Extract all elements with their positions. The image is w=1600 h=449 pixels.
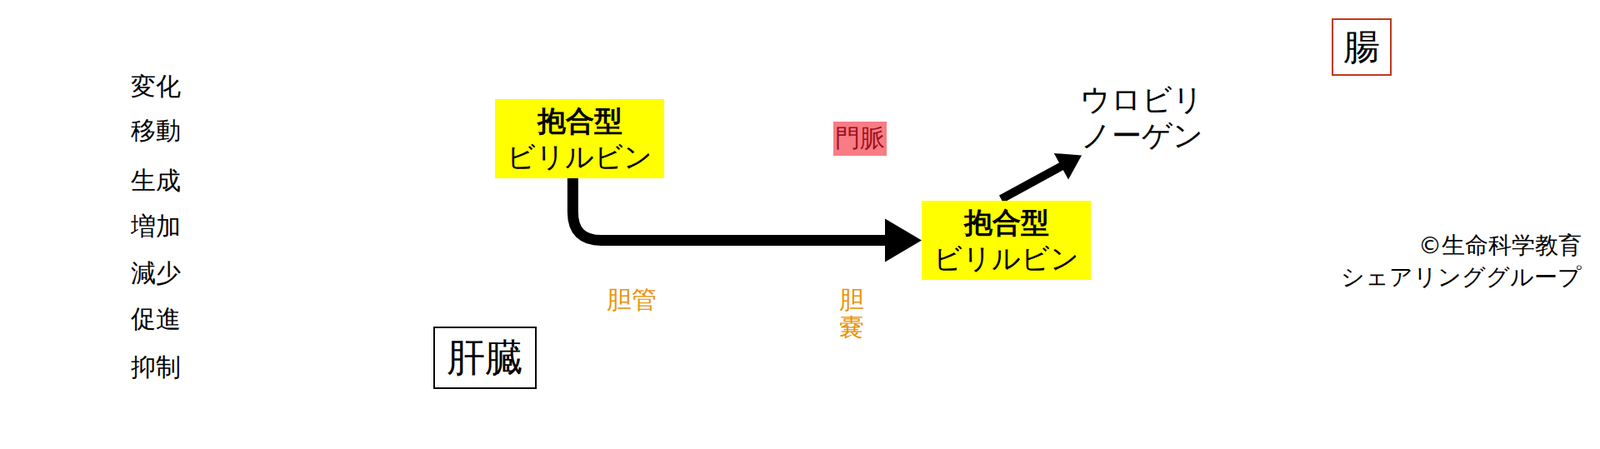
connector-line	[1000, 165, 1065, 200]
node-text: 抱合型	[506, 103, 653, 140]
node-text: 肝臓	[433, 326, 537, 390]
portal-vein-label: 門脈	[833, 121, 887, 156]
liver-organ: 肝臓 抱合型ビリルビン	[233, 45, 834, 430]
bile-duct-label: 胆管	[606, 283, 657, 318]
legend-text: 増加	[130, 214, 181, 240]
gallbladder	[778, 274, 824, 350]
legend-text: 減少	[130, 260, 181, 286]
node-text: 抱合型	[933, 205, 1080, 241]
conjugated-bilirubin-box: 抱合型ビリルビン	[921, 200, 1091, 280]
chick-illustration	[1468, 288, 1579, 407]
arrow-head	[885, 219, 922, 263]
connector-line	[572, 178, 889, 241]
legend-text: 移動	[130, 118, 181, 144]
node-text: ウロビリ ノーゲン	[1066, 81, 1217, 154]
legend-text: 抑制	[130, 355, 181, 380]
copyright-note: ©生命科学教育 シェアリンググループ	[1315, 230, 1582, 294]
legend-text: 促進	[130, 306, 181, 332]
portal-vein-band	[750, 74, 899, 115]
conjugated-bilirubin-box: 抱合型ビリルビン	[495, 99, 665, 179]
urobilinogen-label: ウロビリ ノーゲン	[1066, 81, 1217, 154]
node-text: 腸	[1331, 18, 1392, 76]
connector-arrow	[1000, 153, 1082, 200]
legend-text: 変化	[130, 74, 181, 100]
node-text: ビリルビン	[933, 240, 1080, 277]
gallbladder-label: 胆嚢	[839, 285, 865, 341]
bile-duct-band	[533, 186, 899, 278]
node-text: ビリルビン	[506, 139, 653, 175]
arrow-head	[1054, 153, 1082, 180]
legend-samples	[40, 75, 112, 385]
legend-text: 生成	[130, 168, 181, 194]
connector-arrow	[572, 178, 922, 263]
